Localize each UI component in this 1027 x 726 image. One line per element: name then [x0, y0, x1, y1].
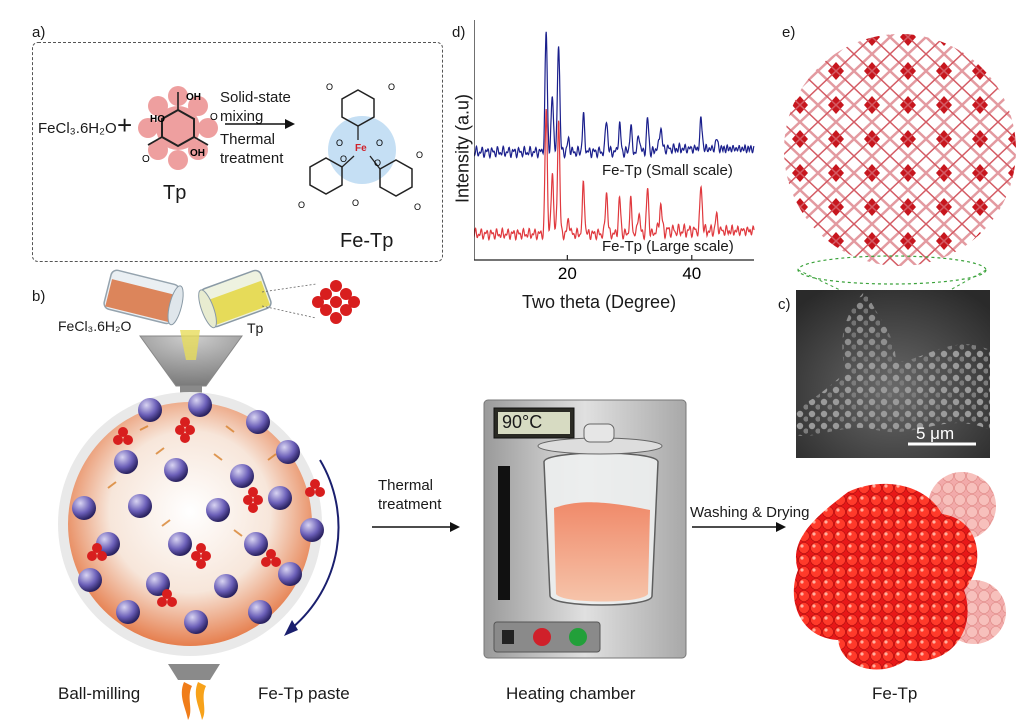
- legend-small-scale: Fe-Tp (Small scale): [602, 162, 733, 179]
- sem-scale-bar-label: 5 μm: [916, 424, 955, 443]
- chart-ylabel: Intensity (a.u): [452, 93, 473, 204]
- tp-cluster-icon: [312, 280, 360, 324]
- svg-text:O: O: [298, 200, 305, 210]
- chart-xlabel: Two theta (Degree): [522, 292, 677, 312]
- crystal-structure-image: [784, 34, 1016, 266]
- tp-molecule: HO OH OH O O: [138, 86, 218, 170]
- svg-text:O: O: [352, 198, 359, 208]
- x-tick-label: 40: [682, 264, 701, 283]
- step-line-1: Solid-state: [220, 89, 291, 106]
- tp-label: Tp: [163, 182, 187, 204]
- step-label: Solid-state mixing Thermal treatment: [220, 88, 291, 168]
- svg-text:O: O: [376, 138, 383, 148]
- svg-text:O: O: [416, 150, 423, 160]
- svg-text:O: O: [414, 202, 421, 212]
- panel-c-label: c): [778, 296, 791, 313]
- x-tick-label: 20: [558, 264, 577, 283]
- plus-sign: +: [117, 110, 133, 140]
- sem-image: [796, 290, 990, 458]
- thermal-treatment-label: Thermal treatment: [378, 476, 441, 514]
- thermal-line-2: treatment: [378, 496, 442, 513]
- ball-mill-jar: [58, 330, 340, 656]
- heating-chamber: [483, 399, 687, 659]
- pxrd-series-group: [474, 31, 755, 242]
- svg-text:O: O: [326, 82, 333, 92]
- svg-text:O: O: [374, 158, 381, 168]
- reaction-arrow: [225, 119, 295, 129]
- step-line-4: treatment: [220, 150, 284, 167]
- svg-text:O: O: [336, 138, 343, 148]
- svg-text:HO: HO: [150, 114, 165, 125]
- panel-b-label: b): [32, 288, 46, 305]
- thermal-line-1: Thermal: [378, 477, 434, 494]
- fe-tp-product-label: Fe-Tp: [340, 230, 394, 252]
- step-line-2: mixing: [220, 108, 264, 125]
- panel-d-label: d): [452, 24, 466, 41]
- fe-tp-paste-label: Fe-Tp paste: [258, 684, 350, 703]
- fe-tp-particle-cluster: [793, 472, 1006, 670]
- fe-tp-final-label: Fe-Tp: [872, 684, 918, 703]
- svg-text:O: O: [340, 154, 347, 164]
- fe-center-label: Fe: [355, 143, 367, 154]
- beaker-tp-label: Tp: [247, 320, 264, 336]
- pxrd-series-line: [474, 108, 755, 242]
- pxrd-series-line: [474, 31, 755, 160]
- oven-display-readout: 90°C: [502, 412, 543, 432]
- svg-text:OH: OH: [190, 148, 205, 159]
- step-line-3: Thermal: [220, 131, 276, 148]
- beaker-fecl3-label: FeCl₃.6H₂O: [58, 318, 132, 334]
- burner-icon: [168, 664, 220, 720]
- legend-large-scale: Fe-Tp (Large scale): [602, 238, 734, 255]
- svg-text:OH: OH: [186, 92, 201, 103]
- panel-e-label: e): [782, 24, 796, 41]
- svg-text:O: O: [210, 112, 218, 123]
- thermal-arrow: [372, 522, 460, 532]
- washing-drying-label: Washing & Drying: [690, 504, 810, 521]
- svg-text:O: O: [388, 82, 395, 92]
- panel-a-label: a): [32, 24, 46, 41]
- beaker-tp-icon: [198, 269, 272, 329]
- beaker-fecl3-icon: [103, 269, 184, 326]
- zoom-lines: [261, 283, 317, 319]
- heating-chamber-label: Heating chamber: [506, 684, 636, 703]
- washing-arrow: [692, 522, 786, 532]
- reaction-scheme-box: [32, 42, 443, 262]
- svg-text:O: O: [142, 154, 150, 165]
- reactant-fecl3-label: FeCl₃.6H₂O: [38, 120, 117, 137]
- ball-milling-label: Ball-milling: [58, 684, 141, 703]
